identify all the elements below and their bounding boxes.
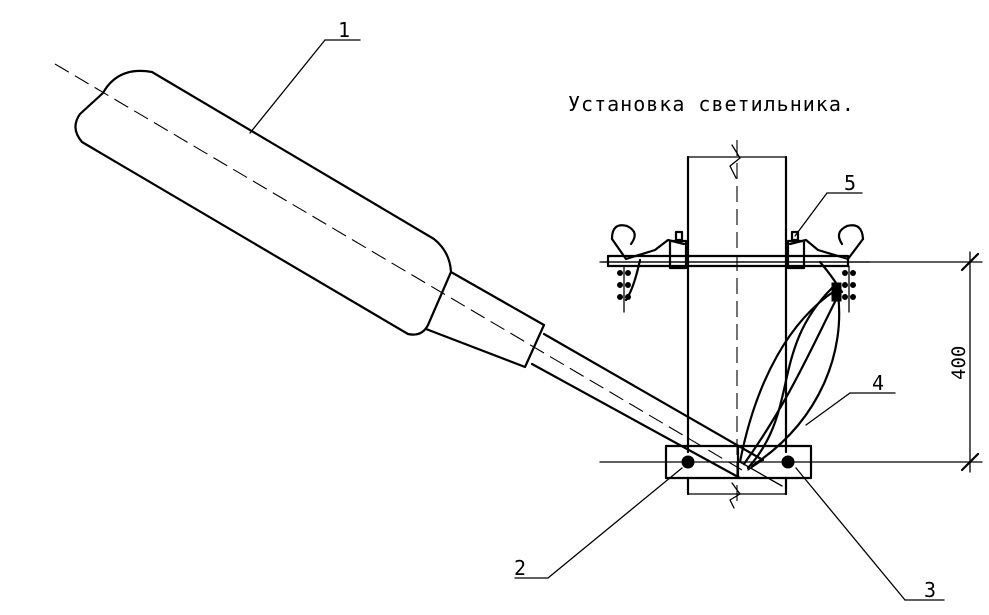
callout-2: 2 bbox=[514, 467, 683, 580]
callout-3: 3 bbox=[795, 467, 945, 602]
callout-5-number: 5 bbox=[844, 171, 856, 195]
callout-2-number: 2 bbox=[514, 556, 526, 580]
luminaire bbox=[54, 63, 765, 480]
callout-4-number: 4 bbox=[872, 371, 884, 395]
callout-5: 5 bbox=[794, 171, 863, 237]
callout-3-number: 3 bbox=[924, 578, 936, 602]
right-insulator bbox=[831, 265, 856, 313]
cable bbox=[738, 286, 842, 470]
callout-1-number: 1 bbox=[338, 18, 350, 42]
dimension-400: 400 bbox=[599, 251, 983, 473]
callout-4: 4 bbox=[805, 371, 896, 426]
dimension-value: 400 bbox=[948, 346, 970, 380]
upper-clamp bbox=[601, 224, 871, 313]
left-insulator bbox=[617, 265, 631, 313]
drawing-title: Установка светильника. bbox=[568, 92, 855, 116]
callout-1: 1 bbox=[249, 18, 361, 134]
